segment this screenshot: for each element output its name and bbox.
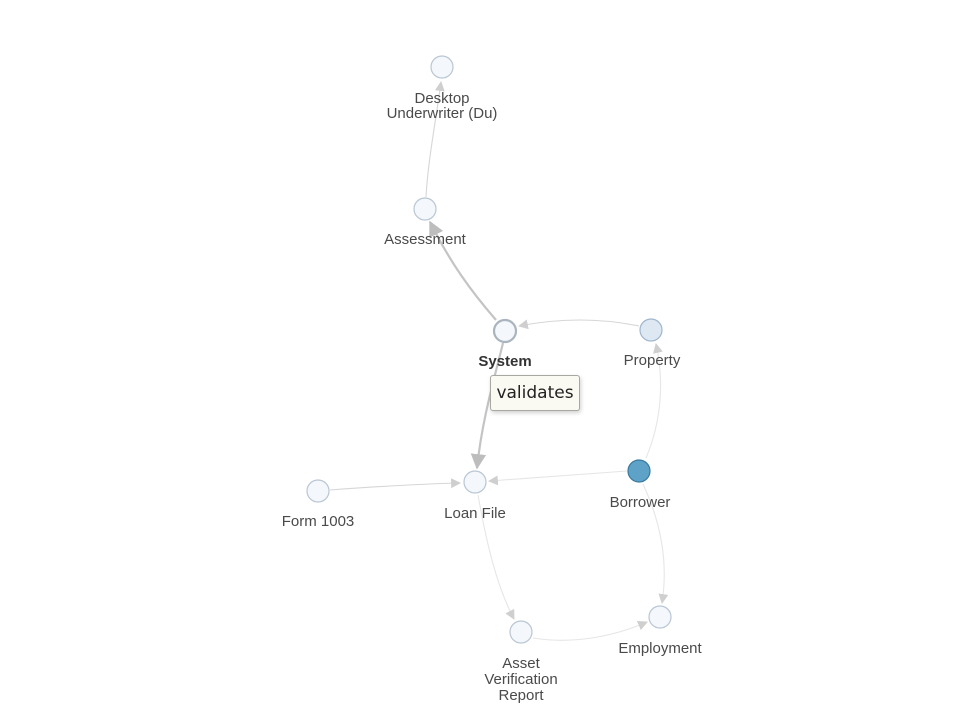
node-property[interactable]: Property bbox=[624, 318, 681, 369]
edge-layer bbox=[329, 81, 669, 641]
node-loan-file[interactable]: Loan File bbox=[444, 470, 506, 522]
node-form-1003[interactable]: Form 1003 bbox=[282, 479, 355, 530]
edge-tooltip: validates bbox=[490, 375, 580, 411]
node-label-assessment: Assessment bbox=[384, 231, 467, 248]
edge-borrower-to-loan-file bbox=[488, 470, 628, 486]
edge-form-1003-to-loan-file bbox=[329, 478, 461, 491]
edge-system-to-loan-file bbox=[470, 342, 505, 470]
node-label-asset-verification-report-line-2: Verification bbox=[484, 671, 557, 688]
edge-property-to-system bbox=[518, 319, 640, 330]
edge-tooltip-text: validates bbox=[496, 383, 574, 403]
node-assessment[interactable]: Assessment bbox=[384, 197, 467, 248]
node-asset-verification-report[interactable]: Asset Verification Report bbox=[484, 620, 558, 704]
node-label-asset-verification-report-line-3: Report bbox=[498, 687, 544, 704]
node-label-employment: Employment bbox=[618, 640, 702, 657]
node-label-desktop-underwriter-line-1: Desktop bbox=[414, 90, 469, 107]
node-desktop-underwriter[interactable]: Desktop Underwriter (Du) bbox=[387, 55, 498, 122]
node-system[interactable]: System bbox=[478, 318, 532, 370]
edge-loan-file-to-asset-verification-report bbox=[477, 494, 515, 620]
edge-asset-verification-report-to-employment bbox=[532, 620, 648, 641]
edge-assessment-to-desktop-underwriter bbox=[425, 81, 445, 198]
node-label-property: Property bbox=[624, 352, 681, 369]
node-label-form-1003: Form 1003 bbox=[282, 513, 355, 530]
node-layer: Desktop Underwriter (Du) Assessment Syst… bbox=[282, 55, 703, 704]
edge-system-to-assessment bbox=[429, 220, 497, 321]
node-label-desktop-underwriter-line-2: Underwriter (Du) bbox=[387, 105, 498, 122]
edge-borrower-to-employment bbox=[642, 483, 669, 604]
node-label-system: System bbox=[478, 353, 531, 370]
node-label-loan-file: Loan File bbox=[444, 505, 506, 522]
node-employment[interactable]: Employment bbox=[618, 605, 703, 657]
node-label-borrower: Borrower bbox=[610, 494, 671, 511]
node-borrower[interactable]: Borrower bbox=[610, 459, 671, 511]
node-label-asset-verification-report-line-1: Asset bbox=[502, 655, 540, 672]
edge-borrower-to-property bbox=[645, 343, 663, 459]
